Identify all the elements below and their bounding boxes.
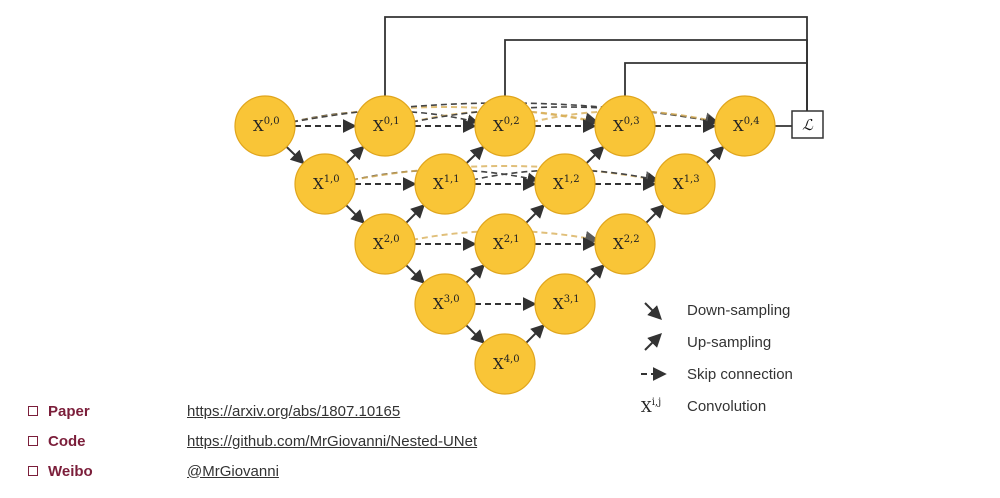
node-label: X1,3 (673, 174, 700, 193)
node-circle (294, 153, 356, 215)
deep-supervision-lines (384, 16, 808, 127)
legend-down-label: Down-sampling (687, 302, 790, 319)
node-circle (654, 153, 716, 215)
node-label: X1,2 (553, 174, 580, 193)
supervision-line-n03 (624, 62, 808, 111)
node-label: X0,4 (733, 116, 760, 135)
loss-symbol: ℒ (802, 116, 814, 134)
node-n31: X3,1 (534, 273, 596, 335)
up-edge-n30-n21 (465, 263, 486, 284)
down-sampling-icon (644, 302, 662, 320)
node-circle (354, 213, 416, 275)
node-n20: X2,0 (354, 213, 416, 275)
skip-arc-n00-n03 (291, 106, 600, 127)
node-circle (414, 273, 476, 335)
paper-link[interactable]: https://arxiv.org/abs/1807.10165 (187, 402, 401, 420)
down-edge-n20-n30 (405, 264, 426, 285)
up-sampling-icon (644, 333, 662, 351)
node-circle (534, 153, 596, 215)
up-edge-n31-n22 (585, 263, 606, 284)
node-label: X3,0 (433, 294, 460, 313)
legend-conv-label: Convolution (687, 398, 766, 415)
up-edge-n10-n01 (345, 145, 365, 164)
node-circle (594, 95, 656, 157)
node-n30: X3,0 (414, 273, 476, 335)
legend: Down-sampling Up-sampling Skip connectio… (641, 302, 793, 416)
reference-links: Paper https://arxiv.org/abs/1807.10165 C… (28, 396, 477, 486)
skip-arc-n10-n13 (351, 165, 660, 185)
node-label: X3,1 (553, 294, 580, 313)
skip-arc-n01-n04 (411, 106, 719, 126)
weibo-row: Weibo @MrGiovanni (28, 456, 477, 486)
up-edge-n11-n02 (465, 145, 485, 164)
node-label: X0,0 (253, 116, 280, 135)
bullet-icon (28, 406, 38, 416)
supervision-line-n02 (504, 39, 808, 111)
nodes: X0,0 X0,1 X0,2 X0,3 X0,4X1,0 X1,1 X1,2 X1,3X2,0… (234, 95, 776, 395)
paper-label: Paper (48, 402, 90, 420)
node-circle (474, 333, 536, 395)
node-circle (534, 273, 596, 335)
node-n03: X0,3 (594, 95, 656, 157)
legend-up-label: Up-sampling (687, 334, 771, 351)
loss-rect (791, 110, 824, 139)
weibo-link[interactable]: @MrGiovanni (187, 462, 279, 480)
up-edge-n13-n04 (705, 145, 725, 164)
bullet-icon (28, 436, 38, 446)
node-circle (474, 213, 536, 275)
node-n04: X0,4 (714, 95, 776, 157)
node-label: X4,0 (493, 354, 520, 373)
node-circle (474, 95, 536, 157)
down-edge-n30-n40 (465, 324, 486, 345)
legend-skip-label: Skip connection (687, 366, 793, 383)
up-edge-n12-n03 (585, 145, 605, 164)
up-edge-n40-n31 (525, 323, 546, 344)
node-label: X1,0 (313, 174, 340, 193)
code-label: Code (48, 432, 86, 450)
node-circle (234, 95, 296, 157)
node-circle (714, 95, 776, 157)
node-n10: X1,0 (294, 153, 356, 215)
node-label: X2,2 (613, 234, 640, 253)
down-edge-n10-n20 (345, 204, 366, 225)
paper-row: Paper https://arxiv.org/abs/1807.10165 (28, 396, 477, 426)
up-edge-n22-n13 (645, 203, 666, 224)
code-link[interactable]: https://github.com/MrGiovanni/Nested-UNe… (187, 432, 478, 450)
node-circle (594, 213, 656, 275)
bullet-icon (28, 466, 38, 476)
node-label: X2,0 (373, 234, 400, 253)
node-label: X1,1 (433, 174, 460, 193)
up-edge-n20-n11 (405, 203, 426, 224)
node-circle (354, 95, 416, 157)
node-circle (414, 153, 476, 215)
node-n13: X1,3 (654, 153, 716, 215)
code-row: Code https://github.com/MrGiovanni/Neste… (28, 426, 477, 456)
node-n02: X0,2 (474, 95, 536, 157)
edges (285, 119, 725, 345)
node-n40: X4,0 (474, 333, 536, 395)
loss-box: ℒ (791, 110, 824, 139)
node-n00: X0,0 (234, 95, 296, 157)
node-n21: X2,1 (474, 213, 536, 275)
node-n01: X0,1 (354, 95, 416, 157)
node-n22: X2,2 (594, 213, 656, 275)
node-label: X0,3 (613, 116, 640, 135)
node-n12: X1,2 (534, 153, 596, 215)
convolution-symbol: Xi,j (641, 397, 661, 416)
node-n11: X1,1 (414, 153, 476, 215)
down-edge-n00-n10 (285, 146, 305, 165)
node-label: X0,2 (493, 116, 520, 135)
node-label: X0,1 (373, 116, 400, 135)
node-label: X2,1 (493, 234, 520, 253)
weibo-label: Weibo (48, 462, 93, 480)
up-edge-n21-n12 (525, 203, 546, 224)
